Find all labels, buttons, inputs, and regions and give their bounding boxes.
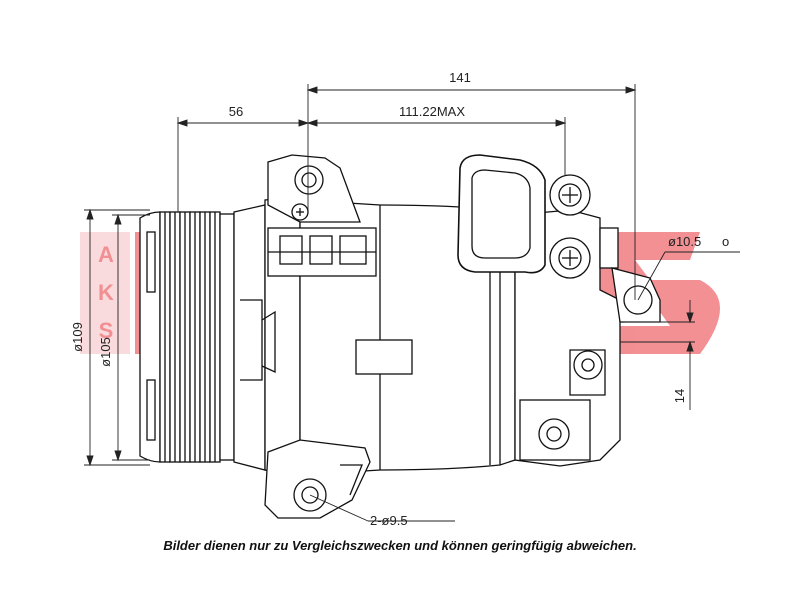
dim-port-suffix: o (722, 234, 729, 249)
dim-port-height: 14 (672, 389, 687, 403)
bottom-mount-ear (264, 439, 371, 519)
dim-pulley-inner-diameter: ø105 (98, 337, 113, 367)
dim-overall-length: 141 (449, 70, 471, 85)
dim-body-length: 111.22MAX (399, 104, 465, 119)
watermark-letter-a: A (98, 242, 114, 267)
dimension-lines (84, 84, 740, 522)
compressor-drawing (139, 154, 661, 519)
dim-pulley-outer-diameter: ø109 (70, 322, 85, 352)
top-mount-ear (267, 154, 361, 223)
dim-pulley-offset: 56 (229, 104, 243, 119)
dim-mount-holes: 2-ø9.5 (370, 513, 408, 528)
pulley (139, 211, 235, 463)
lifting-handle (457, 154, 546, 274)
disclaimer-caption: Bilder dienen nur zu Vergleichszwecken u… (163, 538, 637, 553)
watermark-letter-k: K (98, 280, 114, 305)
watermark-letter-s: S (99, 318, 114, 343)
electrical-connector (267, 227, 377, 277)
dim-port-hole: ø10.5 (668, 234, 701, 249)
rear-head (514, 209, 621, 467)
